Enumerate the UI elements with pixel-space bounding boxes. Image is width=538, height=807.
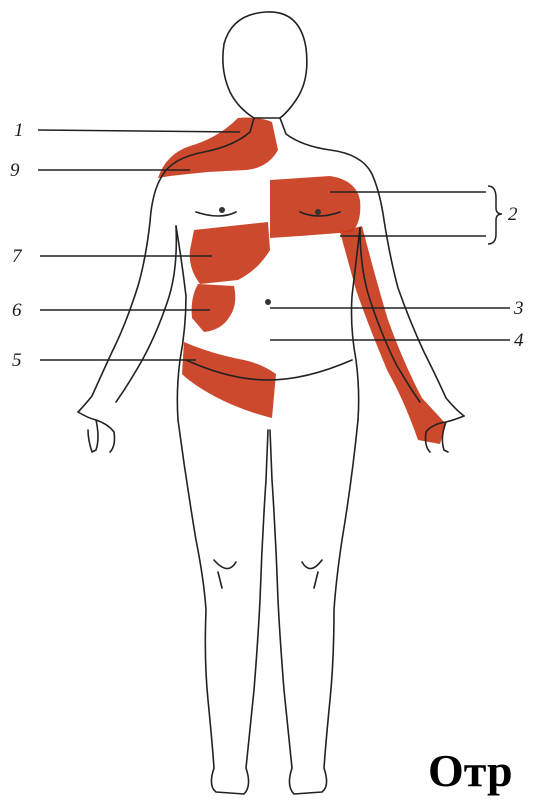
- label-3: 3: [513, 298, 524, 319]
- navel: [265, 299, 271, 305]
- right-leg-outline: [178, 420, 268, 794]
- pain-zone-chest: [270, 176, 360, 238]
- right-hand-outline: [78, 412, 115, 452]
- left-nipple: [315, 209, 321, 215]
- left-knee: [302, 560, 322, 588]
- label-1: 1: [14, 120, 24, 141]
- label-6: 6: [12, 300, 22, 321]
- pain-zone-upper-abdomen: [190, 222, 270, 284]
- label-2: 2: [508, 204, 518, 225]
- label-5: 5: [12, 350, 22, 371]
- right-torso-side: [176, 226, 186, 420]
- pain-zone-right-flank: [192, 284, 236, 332]
- right-knee: [214, 560, 236, 588]
- leader-lines: [38, 130, 510, 360]
- bracket-2: [488, 186, 502, 244]
- head-outline: [223, 12, 307, 118]
- label-9: 9: [10, 160, 20, 181]
- label-7: 7: [12, 246, 23, 267]
- left-leg-outline: [270, 420, 358, 794]
- caption-text: Отр: [428, 748, 513, 794]
- pain-zones: [158, 118, 446, 445]
- right-nipple: [219, 207, 225, 213]
- label-4: 4: [514, 330, 524, 351]
- leader-line-1: [38, 130, 240, 132]
